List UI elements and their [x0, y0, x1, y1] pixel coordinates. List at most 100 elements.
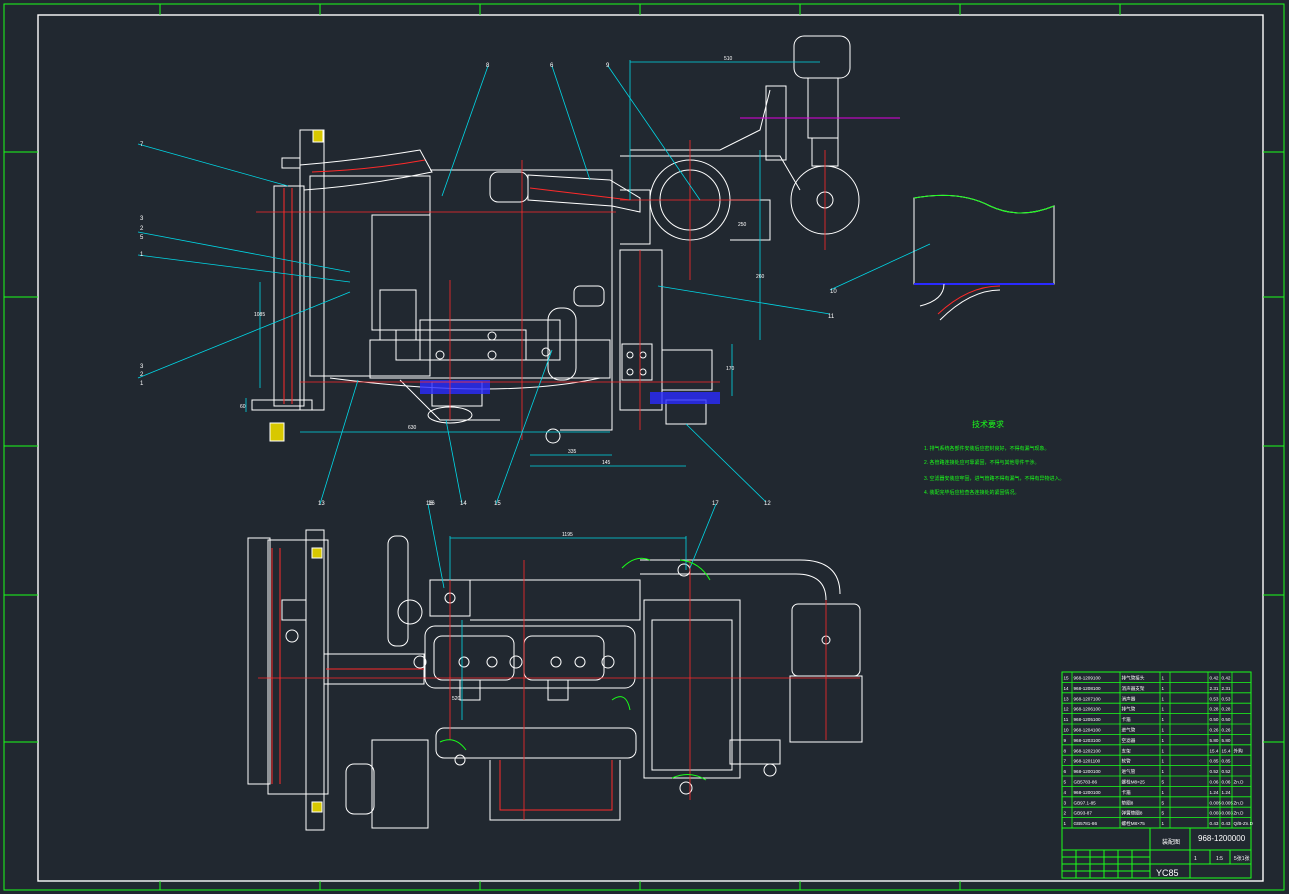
parts-cell-note: 外购 — [1234, 747, 1244, 754]
balloon-label: 6 — [550, 63, 554, 69]
balloon-label: 7 — [140, 142, 144, 148]
dimension-value: 1195 — [562, 532, 573, 538]
parts-cell-w2: 0.06 — [1222, 780, 1231, 785]
balloon-label: 13 — [318, 501, 325, 507]
parts-cell-w1: 0.42 — [1210, 676, 1219, 681]
sheet-title: 装配图 — [1162, 838, 1180, 846]
parts-cell-code: GB5783-86 — [1074, 780, 1098, 785]
leader-lines — [137, 65, 931, 505]
parts-cell-qty: 1 — [1162, 769, 1165, 774]
dimension-value: 260 — [756, 274, 765, 280]
parts-cell-name: 螺栓M8×75 — [1122, 820, 1146, 827]
balloon-label: 3 — [140, 216, 144, 222]
balloon-label: 17 — [712, 501, 719, 507]
parts-cell-w1: 0.50 — [1210, 717, 1219, 722]
parts-cell-no: 9 — [1064, 738, 1067, 743]
parts-cell-w2: 1.24 — [1222, 790, 1231, 795]
parts-cell-w2: 0.42 — [1222, 676, 1231, 681]
parts-cell-no: 12 — [1064, 707, 1070, 712]
parts-cell-code: 968-1200100 — [1074, 769, 1102, 774]
parts-cell-no: 6 — [1064, 769, 1067, 774]
parts-cell-code: 968-1207100 — [1074, 696, 1102, 701]
parts-cell-name: 垫圈8 — [1122, 799, 1134, 806]
parts-cell-name: 支架 — [1122, 747, 1132, 754]
balloon-label: 1 — [140, 381, 144, 387]
parts-cell-w1: 0.85 — [1210, 759, 1219, 764]
parts-cell-no: 7 — [1064, 759, 1067, 764]
parts-cell-no: 1 — [1064, 821, 1067, 826]
parts-cell-note: Zn.D — [1234, 800, 1245, 805]
parts-cell-no: 3 — [1064, 800, 1067, 805]
tech-req-item-3: 3. 空滤器安装应牢固，进气管路不得有漏气，不得有异物进入。 — [924, 475, 1065, 482]
parts-cell-name: 消声器 — [1122, 695, 1136, 702]
parts-cell-qty: 1 — [1162, 707, 1165, 712]
balloon-label: 9 — [606, 63, 610, 69]
parts-cell-name: 进气管 — [1122, 768, 1136, 775]
parts-cell-name: 卡箍 — [1122, 716, 1132, 723]
parts-cell-code: GB93-87 — [1074, 811, 1093, 816]
parts-cell-w1: 5.80 — [1210, 738, 1219, 743]
parts-cell-code: 968-1203100 — [1074, 738, 1102, 743]
parts-cell-qty: 1 — [1162, 686, 1165, 691]
radiator — [251, 129, 431, 442]
parts-cell-code: GB97.1-85 — [1074, 800, 1097, 805]
parts-cell-no: 4 — [1064, 790, 1067, 795]
parts-cell-name: 空滤器 — [1122, 737, 1136, 744]
sheet-count: 1 — [1194, 856, 1197, 862]
parts-cell-w2: 0.50 — [1222, 717, 1231, 722]
dimension-value: 335 — [568, 449, 577, 455]
balloon-label: 16 — [426, 501, 433, 507]
balloon-label: 14 — [460, 501, 467, 507]
dimension-value: 630 — [408, 425, 417, 431]
parts-cell-code: 968-1204100 — [1074, 728, 1102, 733]
parts-cell-qty: 1 — [1162, 676, 1165, 681]
parts-cell-w1: 0.06 — [1210, 780, 1219, 785]
scale: 1:5 — [1216, 856, 1223, 862]
parts-cell-w2: 0.85 — [1222, 759, 1231, 764]
tech-req-heading: 技术要求 — [972, 419, 1004, 429]
parts-cell-w2: 5.80 — [1222, 738, 1231, 743]
parts-cell-w1: 1.24 — [1210, 790, 1219, 795]
balloon-label: 5 — [140, 235, 144, 241]
balloon-label: 12 — [764, 501, 771, 507]
parts-cell-qty: 1 — [1162, 738, 1165, 743]
parts-cell-w1: 0.53 — [1210, 696, 1219, 701]
parts-cell-w2: 0.52 — [1222, 769, 1231, 774]
parts-cell-code: 968-1206100 — [1074, 707, 1102, 712]
tech-req-item-4: 4. 装配完毕后应检查各连接处的紧固情况。 — [924, 489, 1020, 496]
parts-cell-name: 排气管 — [1122, 706, 1136, 713]
drawing-number: 968-1200000 — [1198, 834, 1246, 843]
model-label: YC85 — [1156, 868, 1179, 878]
parts-cell-qty: 1 — [1162, 821, 1165, 826]
balloon-label: 11 — [828, 314, 835, 320]
parts-cell-no: 2 — [1064, 811, 1067, 816]
parts-cell-w1: 0.005 — [1210, 800, 1222, 805]
parts-cell-name: 消声器支架 — [1122, 685, 1145, 692]
parts-cell-qty: 1 — [1162, 759, 1165, 764]
balloon-label: 8 — [486, 63, 490, 69]
balloon-label: 16 — [428, 501, 435, 507]
parts-cell-no: 15 — [1064, 676, 1070, 681]
parts-cell-qty: 1 — [1162, 696, 1165, 701]
parts-cell-name: 排气管接头 — [1122, 675, 1145, 682]
parts-cell-w1: 0.28 — [1210, 707, 1219, 712]
parts-cell-name: 卡箍 — [1122, 789, 1132, 796]
center-lines — [256, 140, 826, 440]
parts-cell-no: 14 — [1064, 686, 1070, 691]
parts-cell-w2: 0.43 — [1222, 821, 1231, 826]
balloon-label: 1 — [140, 252, 144, 258]
parts-cell-w1: 15.4 — [1210, 748, 1219, 753]
parts-cell-qty: 1 — [1162, 717, 1165, 722]
parts-cell-no: 8 — [1064, 748, 1067, 753]
sheet-ratio: 5张1张 — [1234, 855, 1250, 862]
dimension-value: 1085 — [254, 312, 265, 318]
pulleys — [420, 380, 720, 404]
parts-cell-w1: 0.003 — [1210, 811, 1222, 816]
sheet-frame — [3, 3, 1285, 891]
parts-cell-qty: 5 — [1162, 800, 1165, 805]
parts-cell-name: 弹簧垫圈8 — [1122, 810, 1143, 817]
